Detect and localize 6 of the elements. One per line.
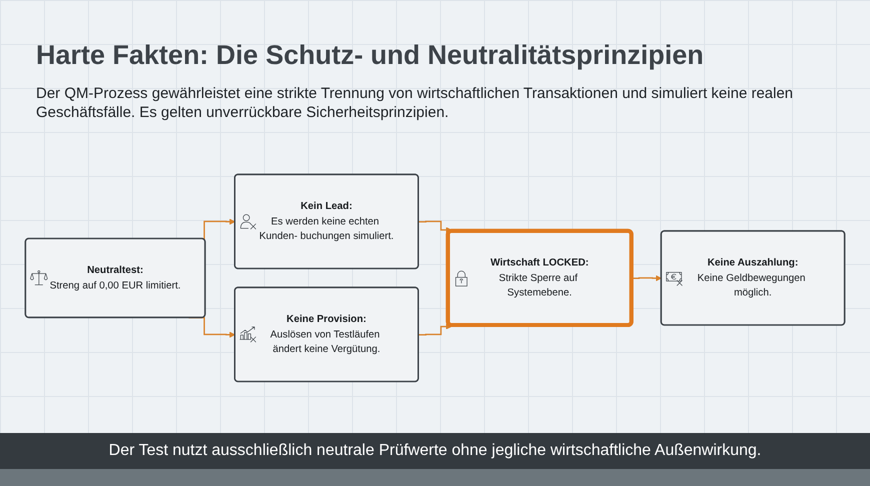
arrow [632, 275, 662, 282]
intro-text: Der QM-Prozess gewährleistet eine strikte Trennung von wirtschaftlichen Transaktionen und simuliert keine realen Geschäftsfälle. Es gelten unverrückbare Sicherheitsprinzipien. [36, 84, 794, 122]
arrow [418, 220, 452, 233]
footer-caption: Der Test nutzt ausschließlich neutrale Prüfwerte ohne jegliche wirtschaftliche Außenwirkung. [0, 433, 870, 486]
arrow [418, 324, 452, 336]
diagram-title: Harte Fakten: Die Schutz- und Neutralitätsprinzipien [36, 40, 704, 71]
